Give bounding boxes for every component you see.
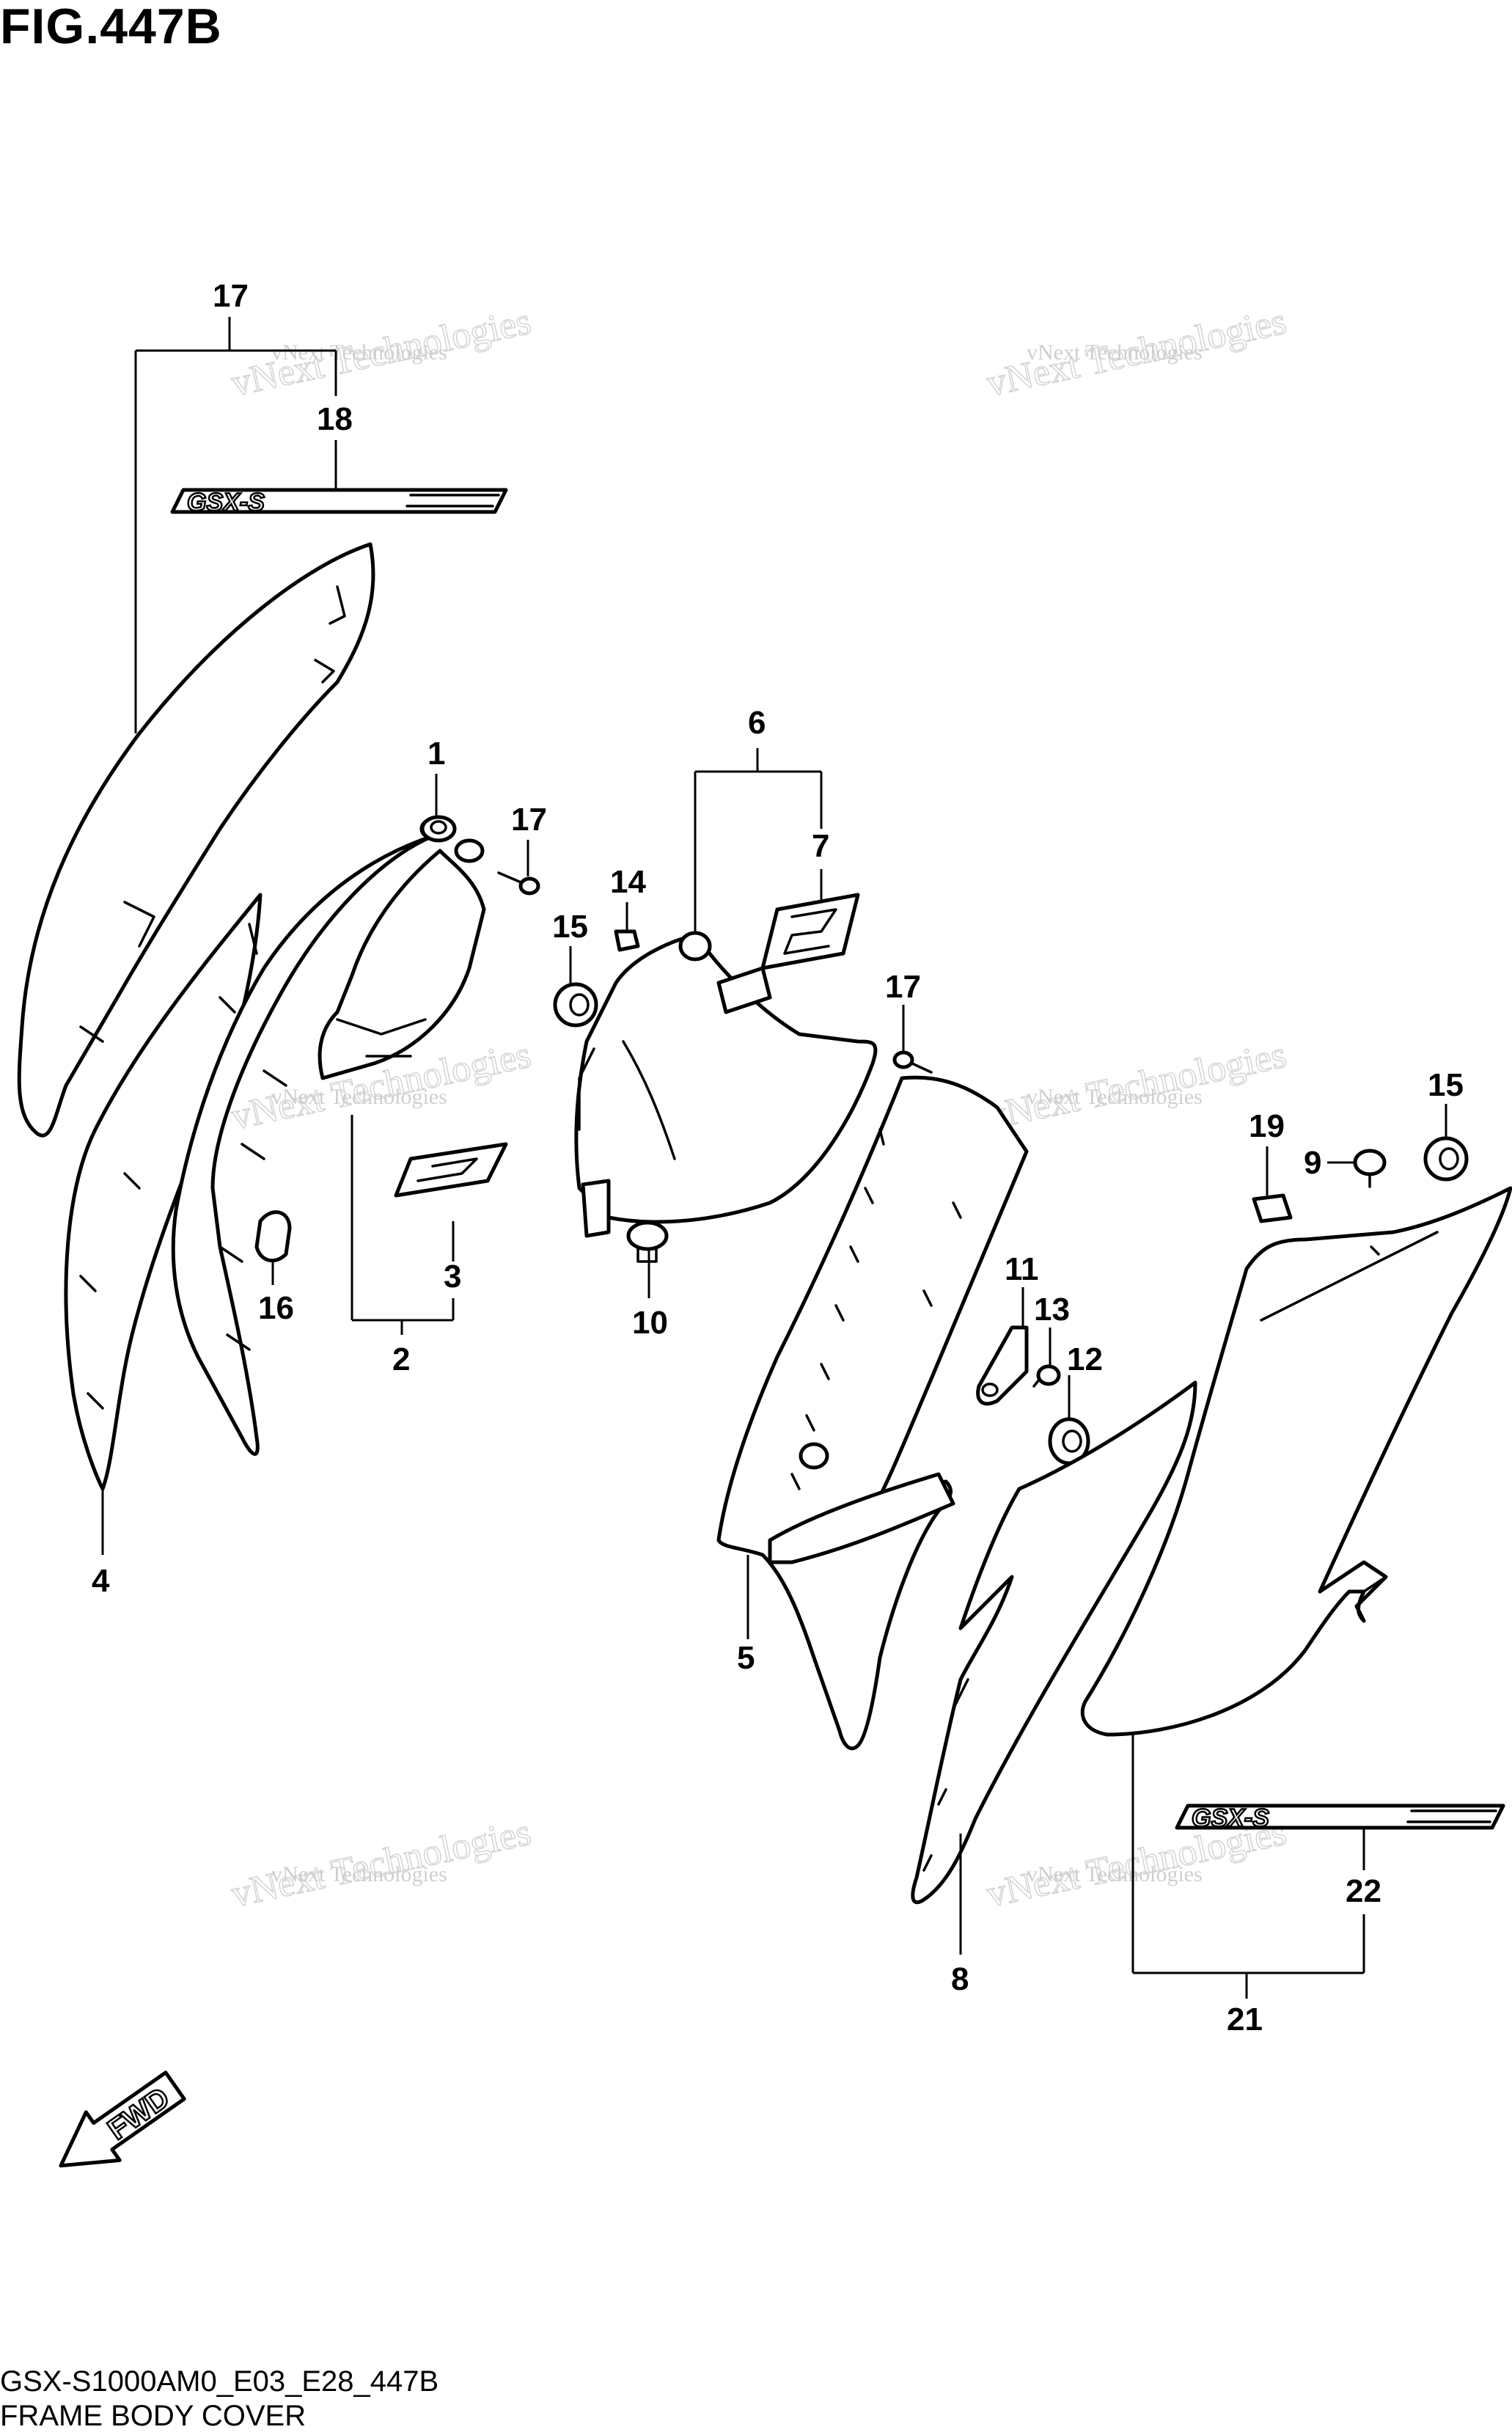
watermark-small: vNext Technologies [1027,340,1203,365]
label-1: 1 [427,736,445,772]
label-21: 21 [1227,2002,1263,2037]
figure-title: FIG.447B [0,0,222,54]
label-19: 17 [213,278,249,314]
label-7: 7 [812,828,829,864]
part-8-lower-cover [911,1380,1197,1905]
label-13: 13 [1034,1292,1070,1328]
leader-lines [101,317,1447,1999]
label-3: 3 [444,1259,461,1295]
label-15: 15 [1428,1067,1464,1103]
label-22: 22 [1346,1873,1381,1909]
watermark-small: vNext Technologies [271,1862,447,1886]
model-code: GSX-S1000AM0_E03_E28_447B [0,2365,439,2398]
watermark-small: vNext Technologies [1027,1862,1203,1886]
label-5: 5 [737,1640,755,1676]
part-7-logo-decal [760,893,860,970]
part-11-bracket [976,1325,1029,1406]
label-15: 15 [552,909,588,945]
part-10-fastener [626,1220,669,1263]
part-14-clip [614,929,640,952]
part-16-cap [254,1210,292,1263]
label-17: 17 [885,969,921,1005]
part-15-grommet [1423,1136,1469,1182]
part-15-grommet [553,982,598,1028]
part-13-bolt [1032,1364,1061,1388]
part-3-logo-decal [394,1142,508,1198]
figure-caption: FRAME BODY COVER [0,2400,307,2432]
model-decal-lower: GSX-S [1175,1804,1505,1833]
label-18: 19 [1249,1108,1285,1144]
label-9: 9 [1304,1145,1321,1181]
label-4: 4 [92,1563,110,1599]
label-6: 6 [748,705,766,741]
part-2-inner-cover [171,816,486,1456]
part-9-bolt [1353,1149,1387,1188]
label-14: 14 [610,864,646,900]
decal-text: GSX-S [1192,1804,1269,1832]
part-21-side-cover [1080,1186,1512,1737]
part-1-grommet [420,815,457,843]
label-10: 10 [632,1305,668,1341]
label-17: 17 [511,802,547,838]
part-17-screw [892,1050,933,1074]
label-11: 11 [1005,1251,1039,1287]
decal-text: GSX-S [187,488,265,516]
label-12: 12 [1067,1341,1103,1377]
watermark-small: vNext Technologies [1027,1085,1203,1109]
watermark-small: vNext Technologies [271,340,447,365]
model-decal-upper: GSX-S [170,488,508,517]
part-17-screw [497,871,540,896]
label-20: 18 [317,401,353,437]
watermark-small: vNext Technologies [271,1085,447,1109]
part-5-front-cover [716,1075,1029,1751]
part-number-labels: 17 18 1 17 14 15 6 7 17 3 2 16 10 4 5 11… [92,278,1464,2037]
part-6-center-cover [574,931,878,1238]
part-18-clip [1252,1193,1293,1223]
label-16: 16 [258,1290,294,1326]
label-2: 2 [392,1341,410,1377]
fwd-arrow-icon: FWD [59,2070,186,2168]
label-8: 8 [951,1961,969,1997]
